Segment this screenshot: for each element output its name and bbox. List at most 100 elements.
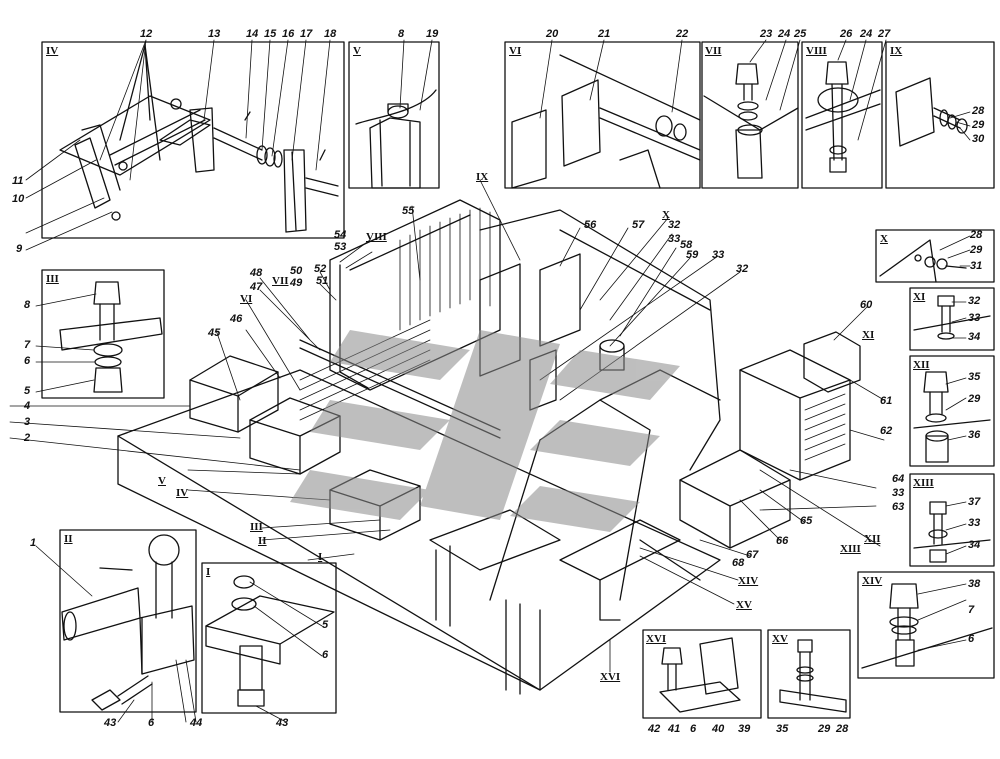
callout-32-X: 32 — [668, 219, 681, 231]
inset-label-III: III — [46, 273, 59, 285]
main-ref-VII: VII — [272, 275, 289, 287]
callout-68: 68 — [732, 557, 745, 569]
inset-XIV-art — [861, 583, 993, 669]
inset-label-II: II — [64, 533, 73, 545]
callout-10: 10 — [12, 193, 25, 205]
callout-26: 26 — [840, 28, 853, 40]
callout-29-X: 29 — [970, 244, 983, 256]
main-ref-VIII: VIII — [366, 231, 387, 243]
callout-24-VIII: 24 — [860, 28, 873, 40]
inset-frame-III — [41, 269, 165, 399]
inset-frame-I — [201, 562, 337, 714]
inset-frame-IV — [41, 41, 345, 239]
callout-29-XV: 29 — [818, 723, 831, 735]
main-ref-V: V — [158, 475, 166, 487]
inset-label-V: V — [353, 45, 361, 57]
callout-14: 14 — [246, 28, 259, 40]
inset-frame-VIII — [801, 41, 883, 189]
callout-65: 65 — [800, 515, 813, 527]
callout-39: 39 — [738, 723, 751, 735]
inset-VIII-art — [805, 61, 881, 173]
inset-XI-art — [913, 295, 991, 340]
callout-3: 3 — [24, 416, 31, 428]
main-ref-XII: XII — [864, 533, 881, 545]
callout-60: 60 — [860, 299, 873, 311]
callout-23: 23 — [760, 28, 773, 40]
inset-label-X: X — [880, 233, 888, 245]
callout-6-II: 6 — [148, 717, 155, 729]
callout-7-XIV: 7 — [968, 604, 975, 616]
main-ref-II: II — [258, 535, 267, 547]
inset-XII-art — [913, 371, 991, 463]
inset-IV-art — [59, 44, 339, 233]
callout-18: 18 — [324, 28, 337, 40]
callout-2: 2 — [24, 432, 31, 444]
inset-I-art — [205, 575, 335, 707]
callout-53: 53 — [334, 241, 347, 253]
callout-64: 64 — [892, 473, 905, 485]
callout-63: 63 — [892, 501, 905, 513]
callout-34-XI: 34 — [968, 331, 981, 343]
callout-32-XI: 32 — [968, 295, 981, 307]
callout-48: 48 — [250, 267, 263, 279]
inset-frame-IX — [885, 41, 995, 189]
inset-label-XIV: XIV — [862, 575, 883, 587]
callout-54: 54 — [334, 229, 347, 241]
callout-52: 52 — [314, 263, 327, 275]
inset-label-VII: VII — [705, 45, 722, 57]
inset-frame-XIV — [857, 571, 995, 679]
callout-25: 25 — [794, 28, 807, 40]
callout-19: 19 — [426, 28, 439, 40]
callout-43-II: 43 — [104, 717, 117, 729]
inset-label-IV: IV — [46, 45, 59, 57]
inset-label-XII: XII — [913, 359, 930, 371]
callout-8: 8 — [24, 299, 31, 311]
callout-31: 31 — [970, 260, 983, 272]
inset-IX-art — [895, 77, 968, 147]
callout-6-XVI: 6 — [690, 723, 697, 735]
callout-24: 24 — [778, 28, 791, 40]
callout-6-XIV: 6 — [968, 633, 975, 645]
callout-22: 22 — [676, 28, 689, 40]
callout-28-XV: 28 — [836, 723, 849, 735]
callout-43-I: 43 — [276, 717, 289, 729]
callout-55: 55 — [402, 205, 415, 217]
inset-frame-XII — [909, 355, 995, 467]
callout-30: 30 — [972, 133, 985, 145]
callout-59: 59 — [686, 249, 699, 261]
callout-12: 12 — [140, 28, 153, 40]
callout-38: 38 — [968, 578, 981, 590]
inset-frame-X — [875, 229, 995, 283]
inset-VII-art — [703, 63, 799, 179]
callout-6-I: 6 — [322, 649, 329, 661]
inset-frame-XVI — [642, 629, 762, 719]
main-ref-III: III — [250, 521, 263, 533]
inset-label-VI: VI — [509, 45, 522, 57]
callout-40: 40 — [712, 723, 725, 735]
inset-X-art — [879, 239, 967, 283]
inset-frame-II — [59, 529, 197, 713]
callout-35-XII: 35 — [968, 371, 981, 383]
callout-61: 61 — [880, 395, 893, 407]
callout-37: 37 — [968, 496, 981, 508]
callout-21: 21 — [598, 28, 611, 40]
callout-47: 47 — [250, 281, 263, 293]
main-ref-IX: IX — [476, 171, 489, 183]
callout-33-main: 33 — [712, 249, 725, 261]
watermark — [290, 330, 680, 532]
inset-V-art — [355, 89, 437, 189]
inset-label-XVI: XVI — [646, 633, 667, 645]
callout-66: 66 — [776, 535, 789, 547]
inset-label-VIII: VIII — [806, 45, 827, 57]
callout-28-X: 28 — [970, 229, 983, 241]
callout-45: 45 — [208, 327, 221, 339]
callout-4: 4 — [24, 400, 31, 412]
callout-49: 49 — [290, 277, 303, 289]
callout-46: 46 — [230, 313, 243, 325]
main-ref-XI: XI — [862, 329, 875, 341]
callout-17: 17 — [300, 28, 313, 40]
callout-8-V: 8 — [398, 28, 405, 40]
callout-28-IX: 28 — [972, 105, 985, 117]
callout-57: 57 — [632, 219, 645, 231]
